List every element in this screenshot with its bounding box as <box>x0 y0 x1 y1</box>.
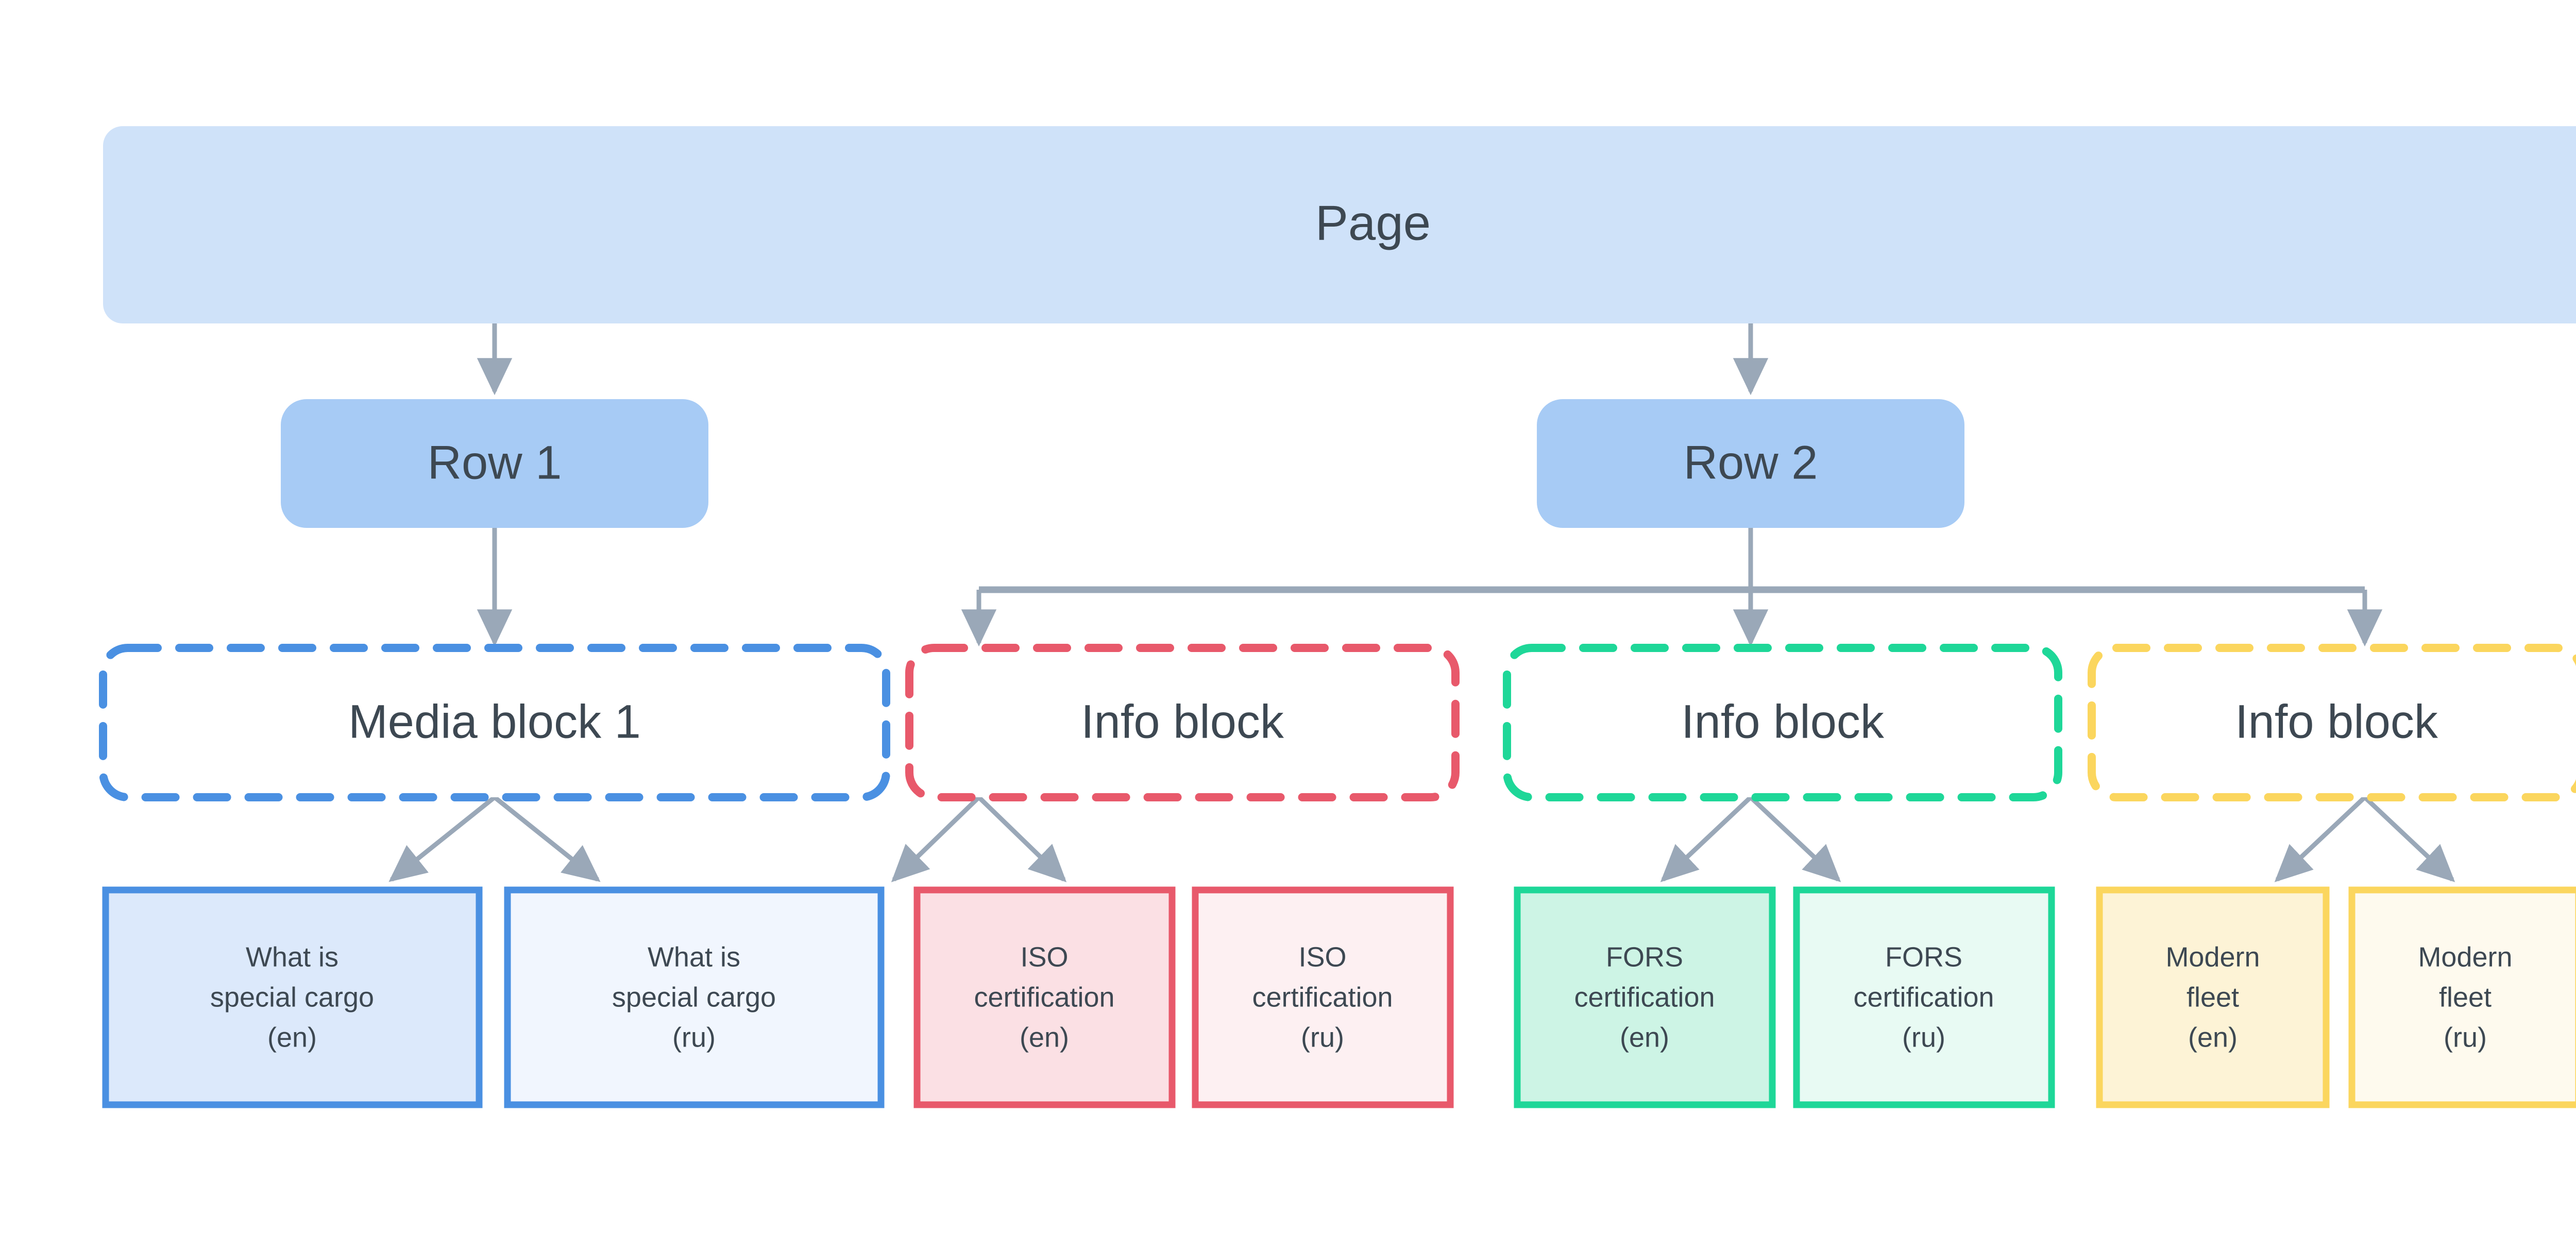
leaf-what-is-special-cargo-en[interactable]: What is special cargo (en) <box>102 886 483 1108</box>
node-page-label: Page <box>1315 195 1431 250</box>
leaf-fors-certification-ru[interactable]: FORS certification (ru) <box>1793 886 2055 1108</box>
leaf-label-line-2: special cargo <box>210 982 374 1013</box>
leaf-modern-fleet-en-shape <box>2099 890 2326 1105</box>
leaf-fors-certification-en-shape <box>1517 890 1772 1105</box>
leaf-label-line-2: fleet <box>2187 982 2239 1013</box>
node-group-media-block-1[interactable]: Media block 1 <box>99 644 890 801</box>
edges-layer <box>388 323 2455 883</box>
leaf-label-line-3: (ru) <box>1301 1022 1344 1053</box>
node-group-info-block-iso-label: Info block <box>1081 695 1284 748</box>
node-page-shape <box>103 126 2576 323</box>
leaf-label-line-1: FORS <box>1885 941 1962 972</box>
edge-group1-to-leaf1 <box>977 795 1067 883</box>
node-page[interactable]: Page <box>103 126 2576 323</box>
node-group-info-block-iso[interactable]: Info block <box>905 644 1460 801</box>
node-group-info-block-fors[interactable]: Info block <box>1503 644 2062 801</box>
leaf-what-is-special-cargo-en-border <box>102 886 483 1108</box>
leaf-fors-certification-ru-border <box>1793 886 2055 1108</box>
leaf-iso-certification-ru-border <box>1192 886 1454 1108</box>
leaf-label-line-2: certification <box>974 982 1114 1013</box>
edge-group2-to-leaf0 <box>1660 795 1753 882</box>
leaf-modern-fleet-ru-shape <box>2352 890 2576 1105</box>
leaf-modern-fleet-en-border <box>2096 886 2330 1108</box>
leaf-iso-certification-ru-shape <box>1195 890 1450 1105</box>
leaf-label-line-1: ISO <box>1020 941 1068 972</box>
leaf-fors-certification-ru-shape <box>1797 890 2052 1105</box>
leaf-label-line-1: Modern <box>2165 941 2260 972</box>
leaf-label-line-3: (ru) <box>672 1022 716 1053</box>
leaf-modern-fleet-ru-border <box>2348 886 2576 1108</box>
leaf-label-line-2: special cargo <box>612 982 776 1013</box>
leaf-what-is-special-cargo-ru-border <box>504 886 885 1108</box>
edge-group3-to-leaf0 <box>2274 795 2367 882</box>
edge-group3-to-leaf1 <box>2363 795 2455 882</box>
node-row-2-label: Row 2 <box>1684 436 1818 489</box>
leaf-label-line-1: Modern <box>2418 941 2512 972</box>
leaf-label-line-3: (en) <box>1020 1022 1069 1053</box>
node-group-info-block-fors-shape <box>1503 644 2062 801</box>
node-group-info-block-fors-label: Info block <box>1681 695 1885 748</box>
node-group-info-block-fleet-label: Info block <box>2235 695 2438 748</box>
leaf-label-line-3: (en) <box>2188 1022 2238 1053</box>
leaf-label-line-3: (en) <box>267 1022 317 1053</box>
edge-group1-to-leaf0 <box>891 795 981 883</box>
leaf-fors-certification-en-border <box>1514 886 1776 1108</box>
leaf-label-line-1: ISO <box>1298 941 1346 972</box>
node-row-1-label: Row 1 <box>428 436 562 489</box>
node-row-2[interactable]: Row 2 <box>1537 399 1964 528</box>
node-group-info-block-iso-shape <box>905 644 1460 801</box>
node-group-media-block-1-shape <box>99 644 890 801</box>
leaf-label-line-3: (ru) <box>1902 1022 1945 1053</box>
leaf-modern-fleet-en[interactable]: Modern fleet (en) <box>2096 886 2330 1108</box>
leaf-label-line-2: certification <box>1252 982 1393 1013</box>
leaf-modern-fleet-ru[interactable]: Modern fleet (ru) <box>2348 886 2576 1108</box>
edge-group0-to-leaf1 <box>493 795 601 882</box>
leaf-label-line-1: FORS <box>1606 941 1683 972</box>
leaf-label-line-3: (en) <box>1620 1022 1669 1053</box>
leaf-label-line-2: certification <box>1853 982 1994 1013</box>
leaf-iso-certification-en-border <box>913 886 1176 1108</box>
leaf-label-line-2: fleet <box>2439 982 2492 1013</box>
leaf-label-line-1: What is <box>648 941 740 972</box>
leaf-what-is-special-cargo-en-shape <box>106 890 479 1105</box>
leaf-what-is-special-cargo-ru-shape <box>507 890 881 1105</box>
edge-group0-to-leaf0 <box>388 795 496 882</box>
leaf-iso-certification-en-shape <box>917 890 1172 1105</box>
leaf-what-is-special-cargo-ru[interactable]: What is special cargo (ru) <box>504 886 885 1108</box>
leaf-label-line-2: certification <box>1574 982 1715 1013</box>
leaf-iso-certification-en[interactable]: ISO certification (en) <box>913 886 1176 1108</box>
edge-group2-to-leaf1 <box>1749 795 1841 882</box>
node-group-media-block-1-label: Media block 1 <box>348 695 641 748</box>
node-row-1[interactable]: Row 1 <box>281 399 708 528</box>
node-group-info-block-fleet[interactable]: Info block <box>2088 644 2576 801</box>
node-row-1-shape <box>281 399 708 528</box>
leaf-label-line-1: What is <box>246 941 338 972</box>
leaf-iso-certification-ru[interactable]: ISO certification (ru) <box>1192 886 1454 1108</box>
node-group-info-block-fleet-shape <box>2088 644 2576 801</box>
leaf-fors-certification-en[interactable]: FORS certification (en) <box>1514 886 1776 1108</box>
node-row-2-shape <box>1537 399 1964 528</box>
leaf-label-line-3: (ru) <box>2444 1022 2487 1053</box>
